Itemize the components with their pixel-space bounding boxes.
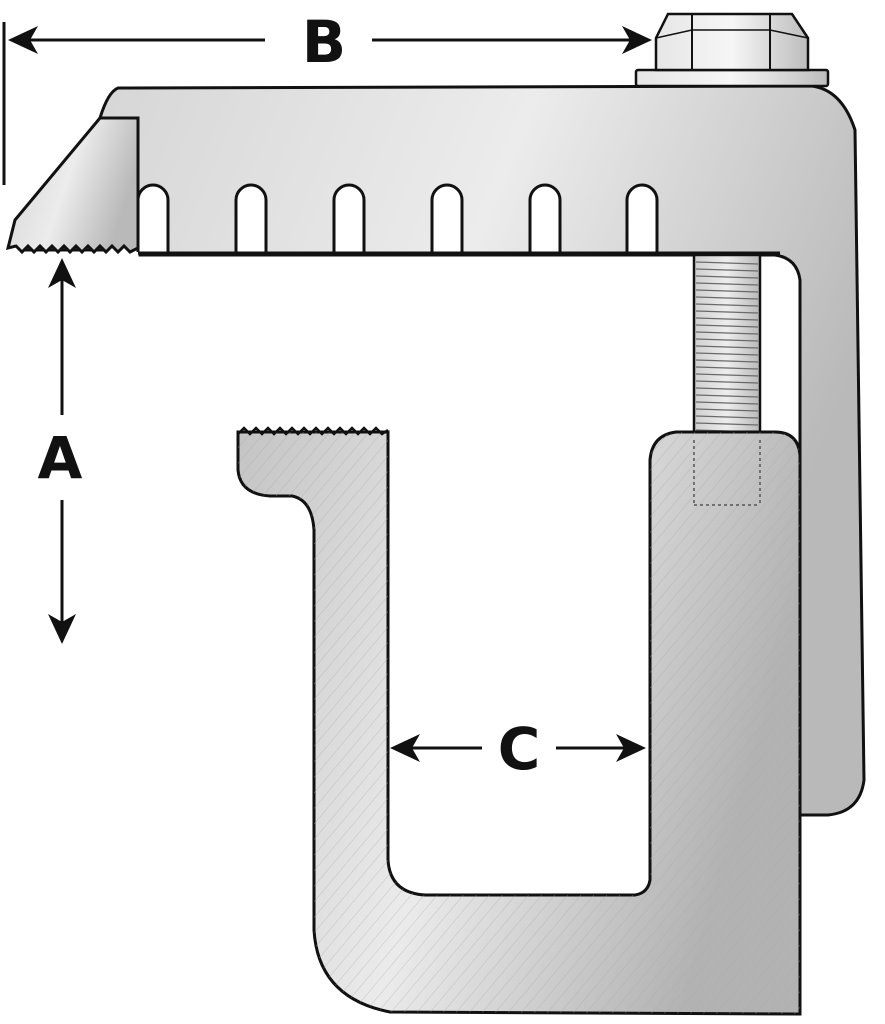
thread-line [695,331,759,335]
hex-bolt [634,12,830,88]
upper-jaw-tip [5,116,140,255]
dimension-a-label: A [38,424,83,492]
dimension-b: B [2,8,652,185]
thread-line [695,268,759,272]
thread-line [695,275,759,279]
hidden-screw [693,440,761,506]
thread-line [695,324,759,328]
threaded-screw [692,253,762,439]
thread-line [695,345,759,349]
lower-jaw-hatch [238,432,800,1014]
lower-jaw-teeth [237,426,389,436]
thread-line [695,303,759,307]
thread-line [695,338,759,342]
dimension-c-label: C [498,715,541,783]
thread-line [695,359,759,363]
thread-line [695,401,759,405]
thread-line [695,310,759,314]
thread-line [695,380,759,384]
thread-line [695,282,759,286]
thread-line [695,296,759,300]
thread-line [695,352,759,356]
thread-line [695,387,759,391]
thread-line [695,415,759,419]
dimension-b-label: B [302,8,346,76]
dimension-a: A [38,258,83,644]
thread-line [695,373,759,377]
thread-line [695,289,759,293]
dimension-c: C [390,715,646,783]
thread-line [695,366,759,370]
thread-line [695,408,759,412]
thread-line [695,317,759,321]
thread-line [695,422,759,426]
thread-line [695,261,759,265]
jaw-slots [136,183,659,252]
thread-line [695,394,759,398]
